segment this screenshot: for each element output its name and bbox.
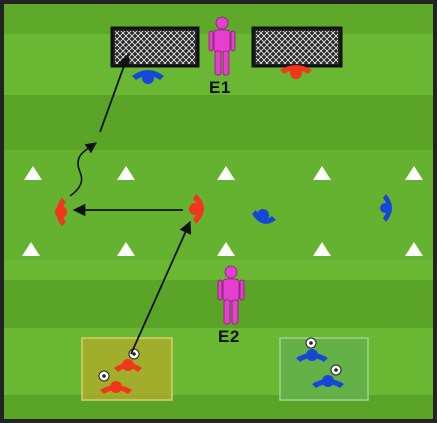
cone (217, 166, 235, 180)
soccer-ball-icon (98, 370, 110, 382)
coach-e1-label: E1 (209, 78, 231, 97)
cone (405, 242, 423, 256)
cone (217, 242, 235, 256)
left-goal (110, 26, 200, 68)
soccer-ball-icon (305, 337, 317, 349)
coach-e1-figure (208, 16, 236, 76)
cone (24, 166, 42, 180)
cone (313, 242, 331, 256)
cone (117, 242, 135, 256)
red-player-left (55, 198, 67, 226)
goalkeeper-blue (132, 70, 164, 84)
blue-player-right (380, 194, 392, 222)
red-player-center (189, 194, 204, 224)
cone (22, 242, 40, 256)
pass-arrow-up-to-center (130, 220, 192, 355)
goalkeeper-red (280, 65, 312, 79)
cone (313, 166, 331, 180)
soccer-ball-icon (330, 364, 342, 376)
coach-e2-label: E2 (218, 327, 240, 346)
blue-waiting-player (312, 375, 344, 388)
coach-e2-figure (217, 265, 245, 325)
cone (117, 166, 135, 180)
dribble-arrow (69, 142, 97, 197)
cone (405, 166, 423, 180)
red-waiting-player (114, 359, 142, 372)
cone-row-bottom (22, 242, 423, 256)
soccer-ball-icon (128, 348, 140, 360)
shot-arrow-to-goal (99, 53, 131, 133)
waiting-zone-blue (279, 337, 369, 401)
right-goal (251, 26, 343, 68)
blue-player-center (252, 209, 276, 224)
cone-row-top (24, 166, 423, 180)
blue-waiting-player (296, 349, 328, 362)
red-waiting-player (100, 381, 132, 394)
